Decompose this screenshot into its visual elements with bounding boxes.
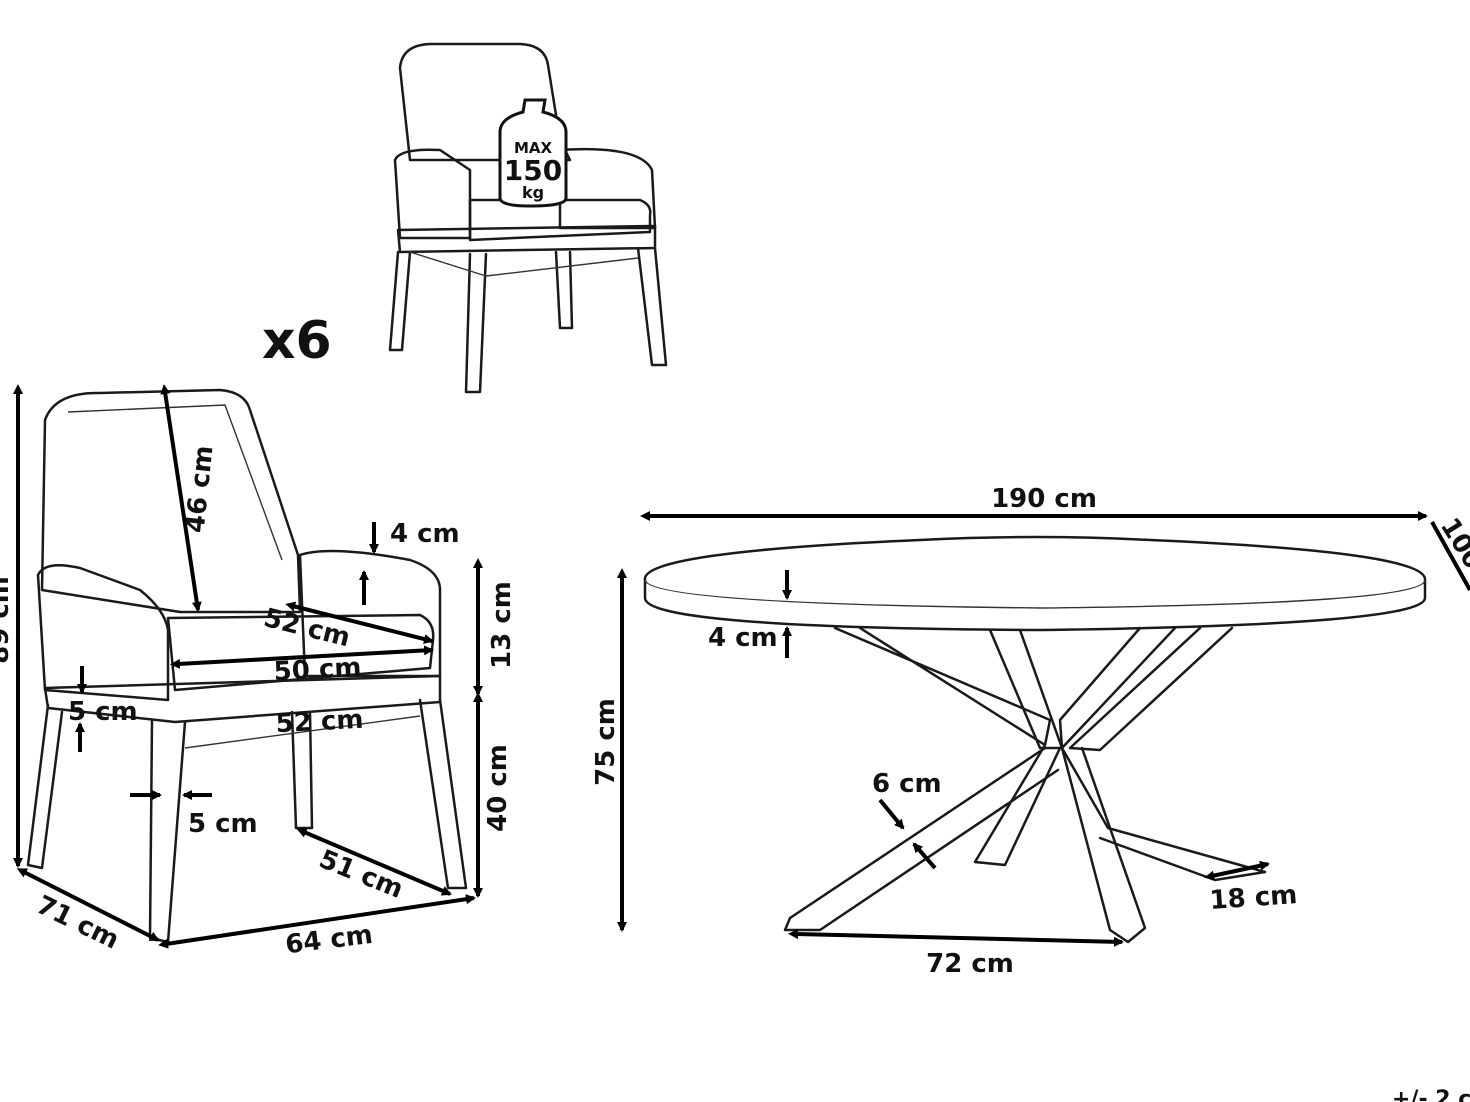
max-load-value: 150 [504,154,562,187]
max-load-top: MAX [514,139,553,157]
chair-armrest-thickness-label: 4 cm [390,519,460,549]
chair-seat-height-label: 40 cm [483,744,513,832]
chair-seat-width-label: 50 cm [273,653,362,688]
chair-height-label: 89 cm [0,576,15,664]
chair-front-width-label: 52 cm [275,705,364,740]
table-illustration [643,535,1427,944]
chair-seat-frame-label: 5 cm [68,697,138,727]
chair-back-height-label: 46 cm [181,444,220,534]
table-top-thickness-label: 4 cm [708,623,778,653]
table-base-span-label: 72 cm [926,949,1014,979]
small-chair-illustration [388,42,668,394]
tolerance-note: +/- 2 cm [1392,1087,1470,1102]
chair-armrest-height-label: 13 cm [487,581,517,669]
table-dimension-lines [617,511,1470,947]
max-load-badge: MAX 150 kg [498,98,568,208]
max-load-unit: kg [522,183,544,202]
table-leg-width-label: 18 cm [1209,880,1299,916]
table-width-label: 100 cm [1434,513,1470,619]
chair-leg-depth-label: 51 cm [315,844,408,905]
chair-dimension-lines [13,384,483,949]
chair-leg-thickness-label: 5 cm [188,809,258,839]
quantity-label: x6 [262,311,332,371]
table-leg-thickness-label: 6 cm [872,769,942,799]
table-height-label: 75 cm [591,698,621,786]
large-chair-illustration [26,388,468,944]
table-length-label: 190 cm [991,484,1097,514]
